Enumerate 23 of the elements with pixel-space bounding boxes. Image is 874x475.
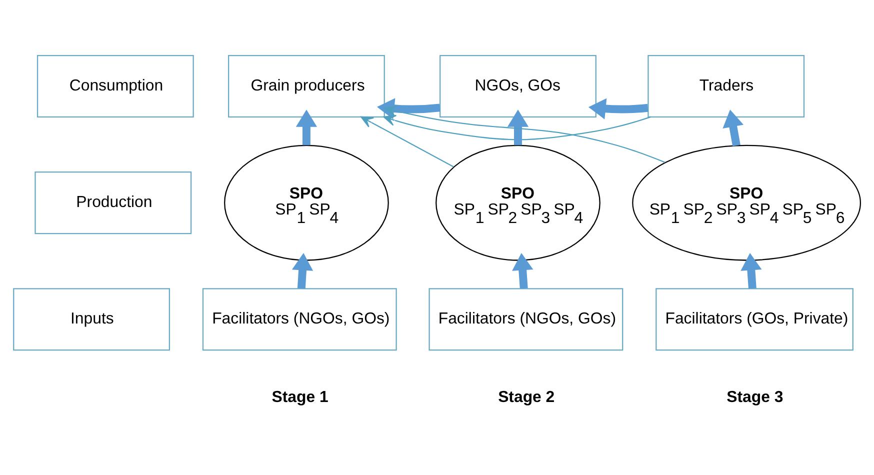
node-box: Production (34, 172, 192, 234)
arrow (292, 252, 314, 289)
arrow (507, 110, 529, 146)
label: Stage 3 (726, 389, 784, 406)
arrow (376, 98, 440, 120)
node-box: Consumption (36, 54, 194, 118)
node-box: Grain producers (228, 54, 385, 118)
arrow (383, 114, 651, 140)
arrow (722, 110, 744, 146)
label: Stage 1 (272, 389, 328, 406)
arrow (512, 252, 534, 289)
node-box: NGOs, GOs (440, 54, 596, 118)
arrow (360, 116, 454, 168)
arrow (384, 105, 666, 163)
arrow (296, 110, 318, 146)
label: Stage 2 (498, 389, 555, 406)
node-box: Traders (648, 54, 805, 118)
arrow (588, 98, 648, 120)
node-box: Facilitators (GOs, Private) (656, 288, 854, 351)
node-box: Inputs (13, 288, 170, 351)
node-box: Facilitators (NGOs, GOs) (428, 288, 624, 351)
arrow (740, 252, 762, 289)
node-box: Facilitators (NGOs, GOs) (202, 288, 397, 351)
